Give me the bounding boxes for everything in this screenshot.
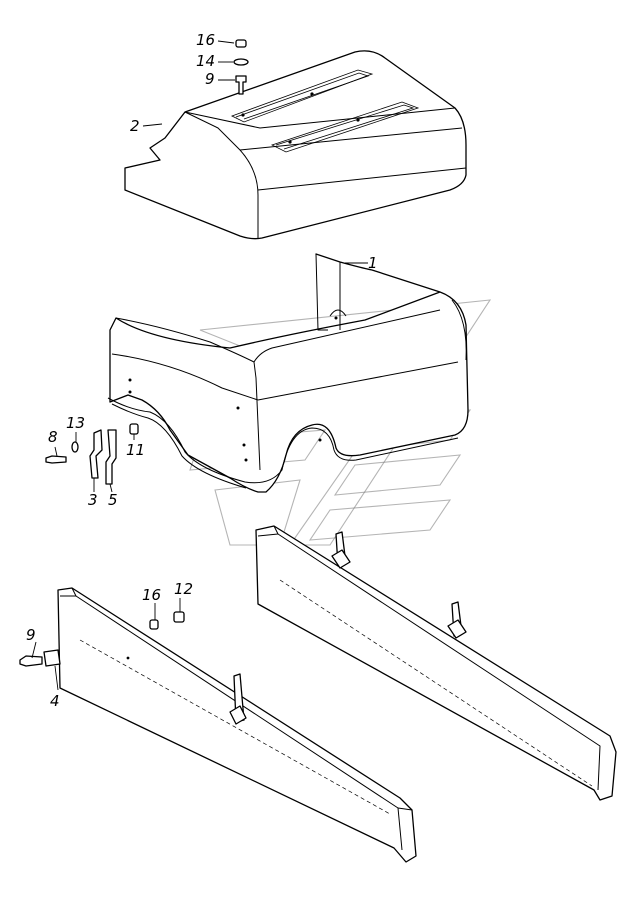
left-longitudinal-beam xyxy=(57,587,417,863)
callout-12: 12 xyxy=(174,580,193,598)
callouts: 16 14 9 2 1 8 13 11 3 5 16 12 9 4 xyxy=(26,31,378,710)
right-longitudinal-beam xyxy=(255,525,617,801)
part-2-upper-cover xyxy=(124,50,467,240)
callout-9-top: 9 xyxy=(205,70,215,88)
hardware-lower xyxy=(19,611,185,667)
callout-4: 4 xyxy=(50,692,60,710)
callout-11: 11 xyxy=(126,441,145,459)
callout-1: 1 xyxy=(368,254,378,272)
callout-9-bottom: 9 xyxy=(26,626,36,644)
callout-14: 14 xyxy=(196,52,215,70)
hardware-left-small xyxy=(45,423,139,485)
hardware-top xyxy=(233,39,249,95)
part-1-fender-assembly xyxy=(107,253,469,493)
callout-13: 13 xyxy=(66,414,85,432)
leader-lines xyxy=(31,40,368,691)
callout-2: 2 xyxy=(130,117,140,135)
callout-16-bottom: 16 xyxy=(142,586,161,604)
callout-16-top: 16 xyxy=(196,31,215,49)
callout-3: 3 xyxy=(88,491,98,509)
callout-8: 8 xyxy=(48,428,58,446)
callout-5: 5 xyxy=(108,491,118,509)
